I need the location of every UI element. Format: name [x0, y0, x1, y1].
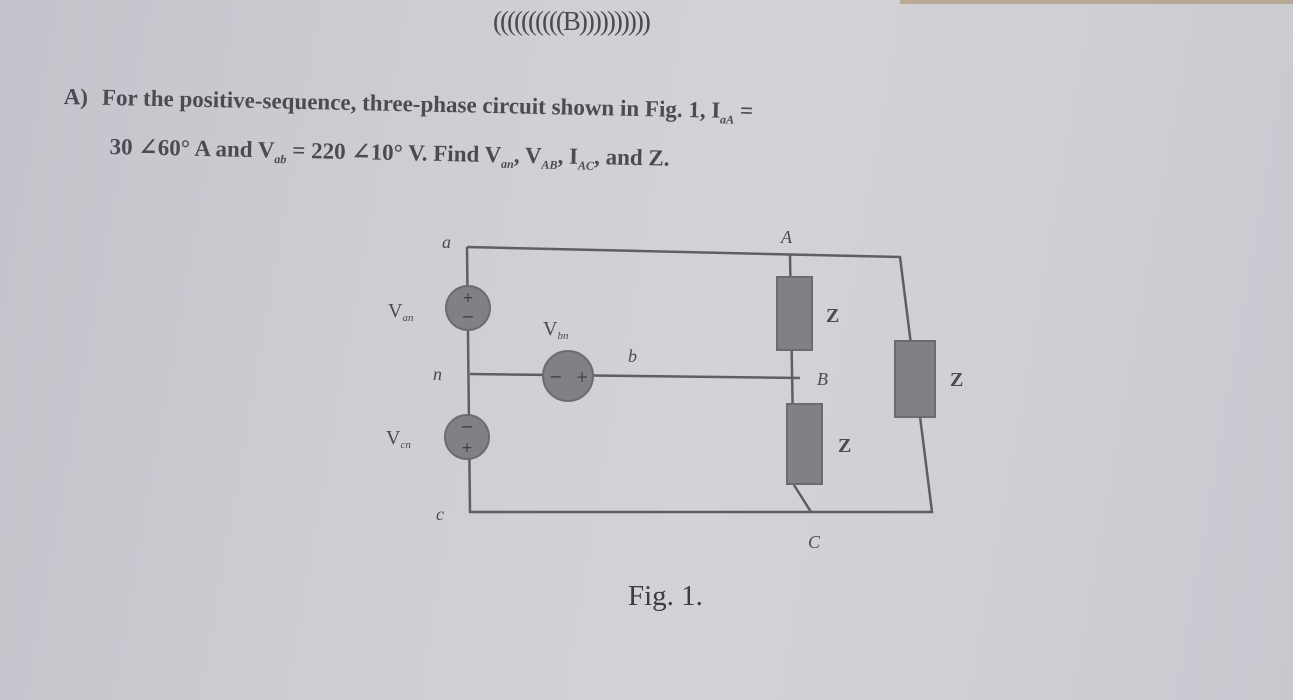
- node-b-label: b: [628, 346, 637, 366]
- source-Vbn: − +: [542, 350, 594, 402]
- section-title: ((((((((((B)))))))))): [493, 6, 651, 36]
- impedance-AC: [894, 340, 936, 418]
- impedance-Z-label-2: Z: [838, 435, 851, 457]
- Vcn-label: Vcn: [386, 427, 411, 451]
- impedance-Z-label-1: Z: [826, 305, 839, 327]
- Van-label: Van: [388, 300, 414, 324]
- node-A-label: A: [780, 227, 793, 247]
- svg-text:+: +: [461, 440, 473, 456]
- svg-text:−: −: [461, 307, 474, 326]
- figure-caption: Fig. 1.: [628, 580, 703, 612]
- svg-text:+: +: [462, 290, 474, 306]
- node-B-label: B: [817, 369, 828, 389]
- node-c-label: c: [436, 504, 444, 524]
- page-top-edge: [900, 0, 1293, 4]
- source-Van: + −: [445, 285, 491, 331]
- node-C-label: C: [808, 532, 821, 552]
- impedance-BC: [786, 403, 823, 485]
- svg-text:−: −: [549, 367, 562, 386]
- impedance-Z-label-3: Z: [950, 369, 963, 391]
- source-Vcn: − +: [444, 414, 490, 460]
- impedance-AB: [776, 276, 813, 351]
- wires: [465, 245, 934, 514]
- svg-text:+: +: [576, 368, 589, 386]
- node-a-label: a: [442, 232, 451, 252]
- node-n-label: n: [433, 364, 442, 384]
- Vbn-label: Vbn: [543, 318, 569, 342]
- svg-text:−: −: [460, 417, 473, 436]
